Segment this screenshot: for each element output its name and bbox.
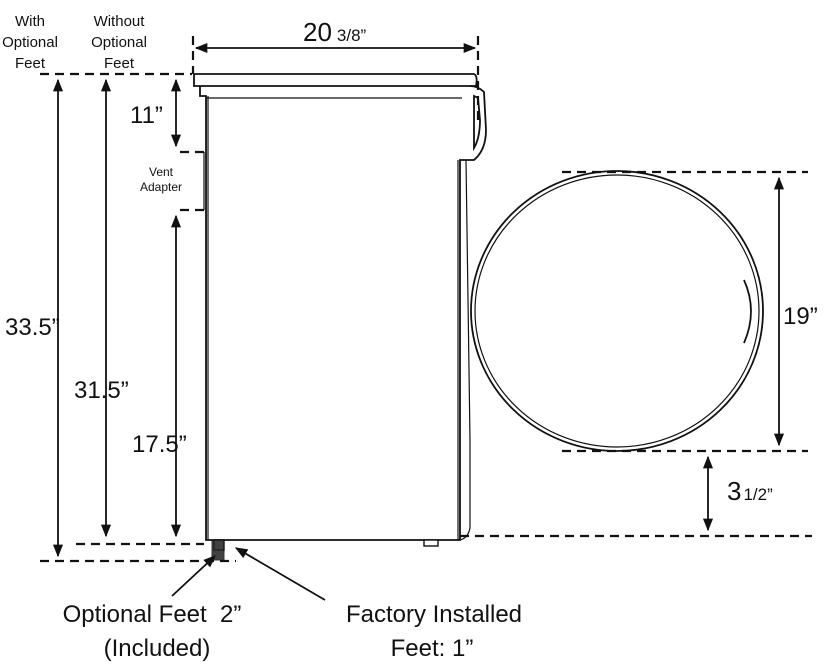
header-without-line-3: Feet bbox=[104, 55, 135, 72]
door-handle bbox=[743, 279, 752, 344]
door-diameter-label: 19” bbox=[783, 303, 818, 330]
header-with-line-1: With bbox=[15, 13, 45, 30]
door-offset-main: 3 bbox=[727, 476, 741, 506]
optional-foot bbox=[211, 539, 225, 561]
dryer-top-panel bbox=[193, 73, 478, 87]
vent-label-line-1: Vent bbox=[149, 165, 174, 179]
width-label: 20 3/8” bbox=[303, 17, 367, 47]
header-with-line-2: Optional bbox=[2, 34, 58, 51]
header-without-line-1: Without bbox=[94, 13, 146, 30]
optional-feet-label: Optional Feet 2” bbox=[63, 601, 242, 628]
width-fraction: 3/8” bbox=[337, 26, 367, 45]
vent-label-line-2: Adapter bbox=[140, 180, 182, 194]
width-main: 20 bbox=[303, 17, 332, 47]
dryer-door-front-view bbox=[470, 170, 764, 452]
door-inner-circle bbox=[474, 174, 760, 448]
header-without-optional-feet: Without Optional Feet bbox=[91, 13, 147, 72]
optional-feet-included-label: (Included) bbox=[104, 635, 211, 662]
door-offset-fraction: 1/2” bbox=[743, 485, 773, 504]
factory-feet-label-line-1: Factory Installed bbox=[346, 601, 522, 628]
header-with-optional-feet: With Optional Feet bbox=[2, 13, 58, 72]
dryer-control-panel bbox=[473, 94, 481, 152]
dryer-side-view bbox=[193, 73, 487, 561]
header-with-line-3: Feet bbox=[15, 55, 46, 72]
height-with-feet-label: 33.5” bbox=[5, 314, 60, 341]
door-outer-circle bbox=[470, 170, 764, 452]
height-without-feet-label: 31.5” bbox=[74, 377, 129, 404]
optional-feet-leader bbox=[171, 555, 216, 597]
header-without-line-2: Optional bbox=[91, 34, 147, 51]
vent-height-label: 17.5” bbox=[132, 431, 187, 458]
top-gap-label: 11” bbox=[130, 102, 163, 129]
dryer-door-profile bbox=[459, 159, 471, 541]
dryer-cabinet-outline bbox=[199, 85, 487, 541]
factory-feet-label-line-2: Feet: 1” bbox=[391, 635, 474, 662]
factory-foot-front bbox=[423, 539, 439, 547]
factory-feet-leader bbox=[234, 547, 326, 601]
